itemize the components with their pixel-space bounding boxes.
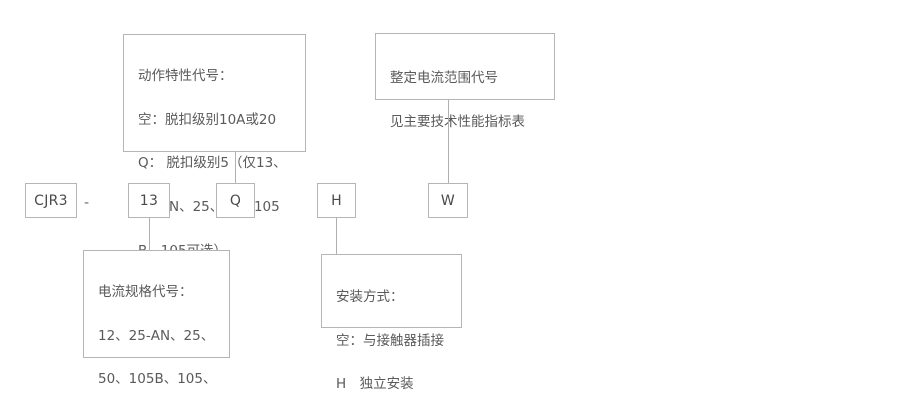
tripping-characteristic-note-box: 动作特性代号： 空：脱扣级别10A或20 Q： 脱扣级别5（仅13、 25-AN… bbox=[123, 34, 306, 259]
code-box-mounting-method: H bbox=[317, 183, 356, 218]
connector-current-range bbox=[448, 100, 449, 183]
connector-current-rating bbox=[149, 218, 150, 250]
connector-tripping-characteristic bbox=[235, 152, 236, 183]
code-box-label: W bbox=[440, 192, 456, 209]
note-line: 动作特性代号： bbox=[138, 67, 233, 84]
note-line: 整定电流范围代号 bbox=[390, 69, 498, 86]
code-box-label: Q bbox=[229, 192, 242, 209]
code-box-label: H bbox=[331, 192, 342, 209]
note-line: Q： 脱扣级别5（仅13、 bbox=[138, 155, 287, 172]
note-line: 安装方式： bbox=[336, 288, 404, 305]
note-line: 见主要技术性能指标表 bbox=[390, 113, 525, 130]
note-line: 电流规格代号： bbox=[98, 283, 193, 300]
code-box-current-range: W bbox=[428, 183, 468, 218]
mounting-method-note-box: 安装方式： 空：与接触器插接 H 独立安装 bbox=[321, 254, 462, 392]
note-line: 空：脱扣级别10A或20 bbox=[138, 111, 277, 128]
code-box-label: 13 bbox=[139, 192, 159, 209]
code-box-current-rating: 13 bbox=[128, 183, 170, 218]
connector-mounting-method bbox=[336, 218, 337, 254]
code-box-series: CJR3 bbox=[25, 183, 77, 218]
code-box-label: CJR3 bbox=[34, 192, 68, 209]
current-rating-note-box: 电流规格代号： 12、25-AN、25、 50、105B、105、 160B、1… bbox=[83, 250, 230, 387]
note-line: 12、25-AN、25、 bbox=[98, 327, 215, 344]
note-line: H 独立安装 bbox=[336, 376, 414, 393]
note-line: 50、105B、105、 bbox=[98, 371, 217, 388]
model-separator-dash: - bbox=[84, 195, 90, 211]
current-range-note-box: 整定电流范围代号 见主要技术性能指标表 bbox=[375, 33, 555, 130]
code-box-tripping-characteristic: Q bbox=[216, 183, 255, 218]
note-line: 空：与接触器插接 bbox=[336, 332, 444, 349]
